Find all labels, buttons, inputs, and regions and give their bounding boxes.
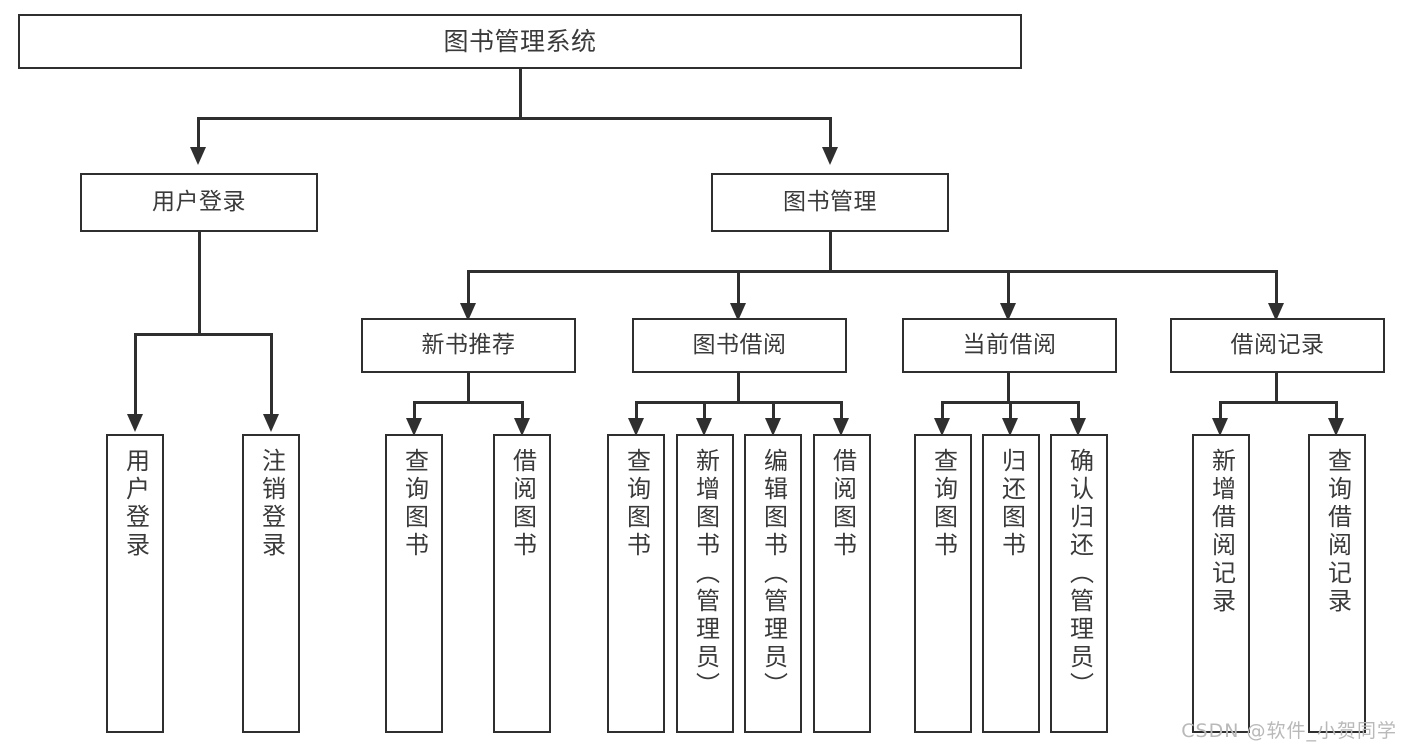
node-book-borrow[interactable]: 图书借阅 [632,318,847,373]
arrowhead-bb-leaf-2 [696,418,712,436]
connector-current-borrow-stem [1007,373,1010,403]
connector-user-login-bus [134,333,273,336]
arrowhead-bb-leaf-1 [628,418,644,436]
node-label: 图书管理系统 [443,26,597,56]
connector-cb-leaf-2 [1009,401,1012,421]
node-label: 借阅记录 [1230,331,1325,358]
connector-bb-leaf-4 [840,401,843,421]
leaf-borrow-book-2[interactable]: 借阅图书 [813,434,871,733]
node-label: 新书推荐 [421,331,516,358]
node-root-system[interactable]: 图书管理系统 [18,14,1022,69]
leaf-query-book-3[interactable]: 查询图书 [914,434,972,733]
connector-bb-leaf-3 [772,401,775,421]
arrowhead-user-login-leaf-1 [127,414,143,432]
node-book-manage[interactable]: 图书管理 [711,173,949,232]
connector-root-stem [519,69,522,119]
node-label: 图书借阅 [692,331,787,358]
node-current-borrow[interactable]: 当前借阅 [902,318,1117,373]
connector-borrow-record-stem [1275,373,1278,403]
connector-borrow-record-bus [1219,401,1338,404]
arrowhead-bb-leaf-3 [765,418,781,436]
arrowhead-nbr-leaf-1 [406,418,422,436]
connector-bm-to-new-book-rec [467,270,470,305]
arrowhead-bm-current-borrow [1000,303,1016,321]
connector-root-to-user-login [197,117,200,149]
node-label: 查询图书 [622,448,651,560]
connector-book-borrow-bus [635,401,843,404]
arrowhead-bm-new-book-rec [460,303,476,321]
connector-bb-leaf-1 [635,401,638,421]
leaf-confirm-return[interactable]: 确认归还（管理员） [1050,434,1108,733]
node-label: 借阅图书 [508,448,537,560]
leaf-user-login[interactable]: 用户登录 [106,434,164,733]
leaf-query-book-2[interactable]: 查询图书 [607,434,665,733]
arrowhead-bb-leaf-4 [833,418,849,436]
connector-new-book-rec-stem [467,373,470,403]
node-label: 编辑图书（管理员） [759,448,788,700]
leaf-add-record[interactable]: 新增借阅记录 [1192,434,1250,733]
connector-root-bus [197,117,832,120]
connector-cb-leaf-1 [941,401,944,421]
connector-new-book-rec-bus [413,401,524,404]
node-label: 借阅图书 [828,448,857,560]
watermark-text: CSDN @软件_小贺同学 [1181,720,1397,742]
node-label: 查询图书 [400,448,429,560]
connector-cb-leaf-3 [1077,401,1080,421]
connector-user-login-stem [198,232,201,335]
arrowhead-bm-book-borrow [730,303,746,321]
arrowhead-root-to-book-manage [822,147,838,165]
connector-root-to-book-manage [829,117,832,149]
node-label: 注销登录 [257,448,286,560]
node-new-book-rec[interactable]: 新书推荐 [361,318,576,373]
node-label: 图书管理 [783,188,877,215]
leaf-edit-book[interactable]: 编辑图书（管理员） [744,434,802,733]
connector-user-login-to-leaf-1 [134,333,137,416]
arrowhead-br-leaf-1 [1212,418,1228,436]
arrowhead-cb-leaf-1 [934,418,950,436]
connector-bm-to-current-borrow [1007,270,1010,305]
node-label: 当前借阅 [962,331,1057,358]
node-borrow-record[interactable]: 借阅记录 [1170,318,1385,373]
leaf-borrow-book-1[interactable]: 借阅图书 [493,434,551,733]
connector-br-leaf-2 [1335,401,1338,421]
node-label: 查询图书 [929,448,958,560]
connector-book-borrow-stem [737,373,740,403]
leaf-query-record[interactable]: 查询借阅记录 [1308,434,1366,733]
node-label: 确认归还（管理员） [1065,448,1094,700]
leaf-return-book[interactable]: 归还图书 [982,434,1040,733]
arrowhead-br-leaf-2 [1328,418,1344,436]
connector-nbr-leaf-2 [521,401,524,421]
connector-bm-to-borrow-record [1275,270,1278,305]
connector-book-manage-bus [467,270,1278,273]
connector-br-leaf-1 [1219,401,1222,421]
arrowhead-cb-leaf-2 [1002,418,1018,436]
node-label: 归还图书 [997,448,1026,560]
connector-bm-to-book-borrow [737,270,740,305]
arrowhead-nbr-leaf-2 [514,418,530,436]
connector-nbr-leaf-1 [413,401,416,421]
leaf-query-book-1[interactable]: 查询图书 [385,434,443,733]
leaf-add-book[interactable]: 新增图书（管理员） [676,434,734,733]
arrowhead-bm-borrow-record [1268,303,1284,321]
leaf-user-logout[interactable]: 注销登录 [242,434,300,733]
connector-user-login-to-leaf-2 [270,333,273,416]
arrowhead-user-login-leaf-2 [263,414,279,432]
connector-bb-leaf-2 [703,401,706,421]
arrowhead-cb-leaf-3 [1070,418,1086,436]
node-user-login[interactable]: 用户登录 [80,173,318,232]
node-label: 用户登录 [152,188,246,215]
node-label: 查询借阅记录 [1323,448,1352,616]
arrowhead-root-to-user-login [190,147,206,165]
node-label: 新增借阅记录 [1207,448,1236,616]
node-label: 用户登录 [121,448,150,560]
connector-book-manage-stem [829,232,832,272]
node-label: 新增图书（管理员） [691,448,720,700]
